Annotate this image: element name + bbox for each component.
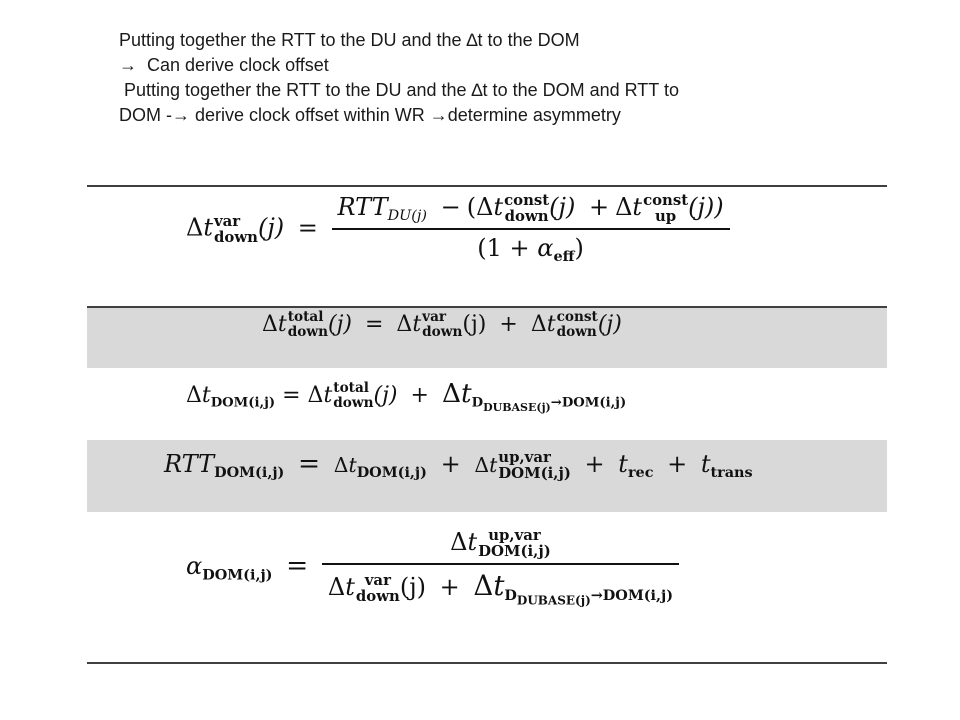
notes-block: Putting together the RTT to the DU and t…	[119, 28, 859, 128]
note-text-4c: determine asymmetry	[447, 105, 621, 125]
note-line-3: Putting together the RTT to the DU and t…	[119, 78, 859, 103]
shaded-row-2	[87, 306, 887, 368]
note-text-3: Putting together the RTT to the DU and t…	[119, 80, 679, 100]
note-line-1: Putting together the RTT to the DU and t…	[119, 28, 859, 53]
note-text-2: Can derive clock offset	[147, 55, 329, 75]
note-text-4a: DOM -	[119, 105, 172, 125]
note-text-4b: derive clock offset within WR	[195, 105, 425, 125]
note-line-4: DOM -→ derive clock offset within WR →de…	[119, 103, 859, 128]
arrow-right-icon: →	[119, 55, 137, 75]
row-divider	[87, 306, 887, 308]
note-text-1: Putting together the RTT to the DU and t…	[119, 30, 580, 50]
arrow-right-icon: →	[429, 105, 448, 125]
arrow-right-icon: →	[172, 105, 190, 125]
denominator: (1 + αeff)	[477, 234, 584, 266]
table-top-rule	[87, 185, 887, 187]
table-bottom-rule	[87, 662, 887, 664]
shaded-row-4	[87, 440, 887, 512]
note-line-2: → Can derive clock offset	[119, 53, 859, 78]
